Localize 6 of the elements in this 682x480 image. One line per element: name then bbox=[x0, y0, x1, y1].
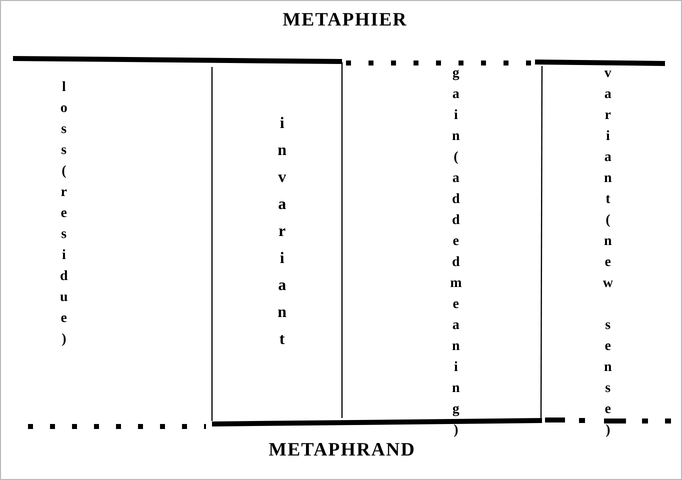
line-label: METAPHRAND bbox=[268, 440, 416, 460]
line-label: METAPHIER bbox=[282, 10, 408, 30]
column-label: invariant bbox=[272, 115, 292, 358]
column-label: gain(addedmeaning) bbox=[447, 66, 464, 444]
column-label: loss(residue) bbox=[55, 80, 72, 353]
column-label: variant(new sense) bbox=[599, 66, 616, 444]
